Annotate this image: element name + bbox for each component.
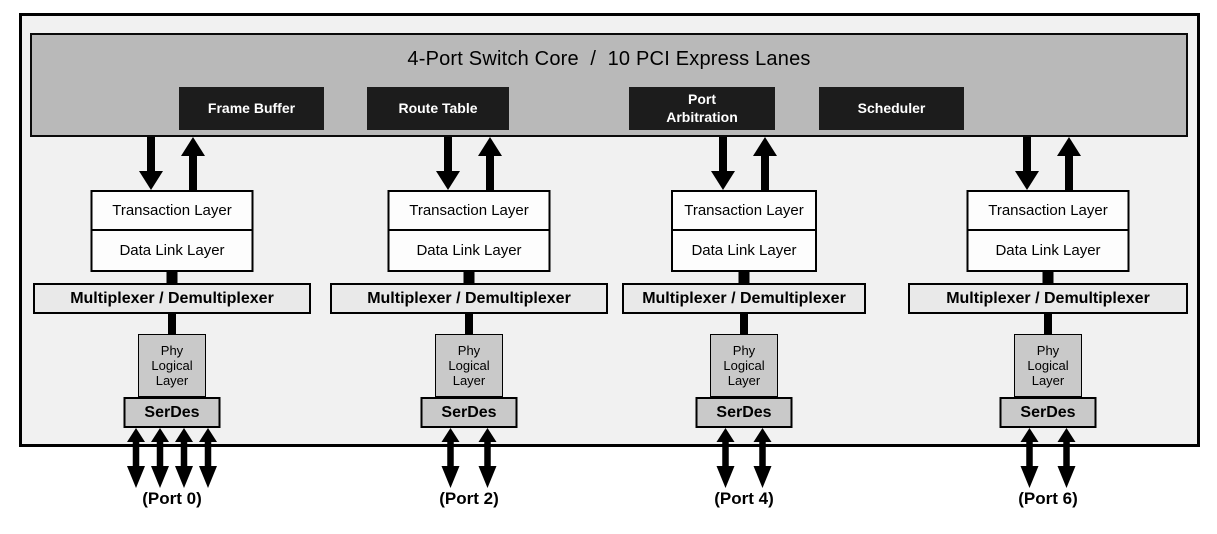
port-label: (Port 0): [142, 489, 202, 508]
core-title: 4-Port Switch Core / 10 PCI Express Lane…: [407, 48, 811, 70]
transaction-layer-label: Transaction Layer: [112, 202, 232, 219]
core-function-block: Port Arbitration: [629, 87, 775, 130]
core-to-port-arrows: [1015, 137, 1081, 190]
phy-logical-layer-box: Phy Logical Layer: [435, 334, 503, 397]
data-link-layer-box: Data Link Layer: [93, 231, 252, 270]
mux-demux-box: Multiplexer / Demultiplexer: [622, 283, 866, 314]
data-link-layer-box: Data Link Layer: [673, 231, 815, 270]
serdes-box: SerDes: [420, 397, 518, 428]
arrow-up-icon: [1057, 137, 1081, 190]
data-link-layer-label: Data Link Layer: [119, 242, 225, 259]
connector-stub: [740, 314, 748, 335]
connector-stub: [168, 314, 176, 335]
data-link-layer-label: Data Link Layer: [995, 242, 1101, 259]
arrow-up-icon: [753, 137, 777, 190]
double-headed-arrow-icon: [1057, 428, 1076, 488]
mux-demux-box: Multiplexer / Demultiplexer: [330, 283, 608, 314]
data-link-layer-label: Data Link Layer: [691, 242, 797, 259]
port-label: (Port 4): [714, 489, 774, 508]
transaction-layer-box: Transaction Layer: [389, 192, 549, 231]
core-to-port-arrows: [436, 137, 502, 190]
arrow-up-icon: [478, 137, 502, 190]
phy-logical-layer-label: Phy Logical Layer: [1027, 343, 1069, 388]
double-headed-arrow-icon: [127, 428, 145, 488]
port-column: Transaction Layer Data Link Layer Multip…: [908, 137, 1188, 527]
port-column: Transaction Layer Data Link Layer Multip…: [33, 137, 311, 527]
connector-stub: [465, 314, 473, 335]
phy-logical-layer-label: Phy Logical Layer: [723, 343, 765, 388]
connector-stub: [738, 271, 750, 284]
serdes-box: SerDes: [999, 397, 1097, 428]
transaction-layer-box: Transaction Layer: [92, 192, 252, 231]
core-to-port-arrows: [139, 137, 205, 190]
arrow-down-icon: [711, 137, 735, 190]
core-function-block-label: Port Arbitration: [666, 91, 738, 125]
transaction-layer-label: Transaction Layer: [409, 202, 529, 219]
transaction-layer-box: Transaction Layer: [968, 192, 1128, 231]
transaction-layer-box: Transaction Layer: [673, 192, 815, 231]
data-link-layer-label: Data Link Layer: [416, 242, 522, 259]
core-to-port-arrows: [711, 137, 777, 190]
double-headed-arrow-icon: [175, 428, 193, 488]
port-label: (Port 6): [1018, 489, 1078, 508]
core-function-block-label: Scheduler: [857, 99, 926, 116]
arrow-down-icon: [139, 137, 163, 190]
mux-demux-label: Multiplexer / Demultiplexer: [367, 289, 571, 307]
double-headed-arrow-icon: [1020, 428, 1039, 488]
arrow-up-icon: [181, 137, 205, 190]
lane-arrows: [1019, 428, 1077, 488]
transaction-layer-label: Transaction Layer: [684, 202, 804, 219]
lane-arrows: [715, 428, 773, 488]
serdes-box: SerDes: [123, 397, 221, 428]
lane-arrows: [440, 428, 498, 488]
double-headed-arrow-icon: [441, 428, 460, 488]
core-function-block: Scheduler: [819, 87, 964, 130]
layer-stack: Transaction Layer Data Link Layer: [387, 190, 551, 272]
port-column: Transaction Layer Data Link Layer Multip…: [330, 137, 608, 527]
phy-logical-layer-label: Phy Logical Layer: [151, 343, 193, 388]
arrow-down-icon: [436, 137, 460, 190]
core-function-block: Frame Buffer: [179, 87, 324, 130]
arrow-down-icon: [1015, 137, 1039, 190]
layer-stack: Transaction Layer Data Link Layer: [966, 190, 1130, 272]
serdes-label: SerDes: [716, 403, 772, 421]
phy-logical-layer-label: Phy Logical Layer: [448, 343, 490, 388]
phy-logical-layer-box: Phy Logical Layer: [710, 334, 778, 397]
serdes-label: SerDes: [441, 403, 497, 421]
port-label: (Port 2): [439, 489, 499, 508]
core-function-block-label: Frame Buffer: [207, 99, 296, 116]
core-function-block-label: Route Table: [398, 99, 478, 116]
data-link-layer-box: Data Link Layer: [969, 231, 1128, 270]
mux-demux-box: Multiplexer / Demultiplexer: [33, 283, 311, 314]
connector-stub: [166, 271, 178, 284]
transaction-layer-label: Transaction Layer: [988, 202, 1108, 219]
connector-stub: [463, 271, 475, 284]
layer-stack: Transaction Layer Data Link Layer: [90, 190, 254, 272]
mux-demux-box: Multiplexer / Demultiplexer: [908, 283, 1188, 314]
serdes-label: SerDes: [144, 403, 200, 421]
connector-stub: [1042, 271, 1054, 284]
double-headed-arrow-icon: [716, 428, 735, 488]
double-headed-arrow-icon: [478, 428, 497, 488]
switch-core-bar: 4-Port Switch Core / 10 PCI Express Lane…: [30, 33, 1188, 137]
serdes-box: SerDes: [695, 397, 793, 428]
mux-demux-label: Multiplexer / Demultiplexer: [642, 289, 846, 307]
double-headed-arrow-icon: [753, 428, 772, 488]
layer-stack: Transaction Layer Data Link Layer: [671, 190, 817, 272]
serdes-label: SerDes: [1020, 403, 1076, 421]
phy-logical-layer-box: Phy Logical Layer: [1014, 334, 1082, 397]
double-headed-arrow-icon: [199, 428, 217, 488]
phy-logical-layer-box: Phy Logical Layer: [138, 334, 206, 397]
mux-demux-label: Multiplexer / Demultiplexer: [946, 289, 1150, 307]
data-link-layer-box: Data Link Layer: [390, 231, 549, 270]
lane-arrows: [126, 428, 219, 488]
double-headed-arrow-icon: [151, 428, 169, 488]
port-column: Transaction Layer Data Link Layer Multip…: [622, 137, 866, 527]
connector-stub: [1044, 314, 1052, 335]
core-function-block: Route Table: [367, 87, 509, 130]
mux-demux-label: Multiplexer / Demultiplexer: [70, 289, 274, 307]
